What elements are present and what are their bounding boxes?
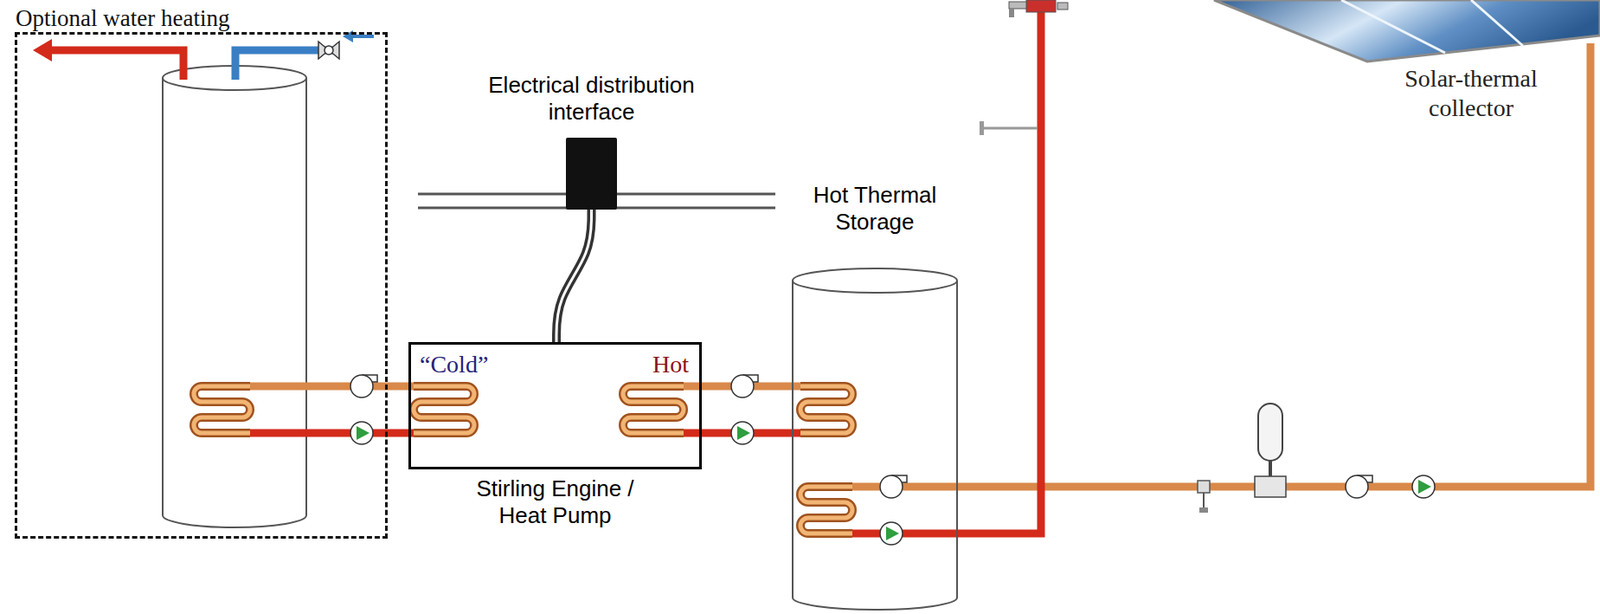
heat-exchanger-coil xyxy=(800,385,853,433)
fan-pump xyxy=(1345,475,1373,498)
expansion-vessel xyxy=(1258,403,1283,461)
water-loop-pipes xyxy=(250,429,416,437)
heat-exchanger-coil xyxy=(623,385,684,433)
heat-exchanger-coil xyxy=(193,385,853,534)
pipe-fittings xyxy=(1057,2,1068,10)
heat-exchanger-coil xyxy=(193,385,251,433)
fan-pump xyxy=(731,374,759,398)
fan-pump xyxy=(880,475,903,498)
node-label: Hot xyxy=(652,349,689,380)
inline-pump xyxy=(350,421,373,444)
solar-loop-pipes xyxy=(850,0,1041,534)
fan-pump xyxy=(350,374,378,398)
inline-pump xyxy=(731,421,754,444)
stirling-box: “Cold”HotStirling Engine / Heat Pump xyxy=(408,341,702,470)
inline-pump xyxy=(350,421,373,444)
solar-loop-pipe xyxy=(958,140,1591,487)
storage-tank: Hot Thermal Storage xyxy=(790,266,959,611)
cold-water-inlet xyxy=(235,30,374,80)
pipe-fittings xyxy=(1026,0,1056,13)
tank-wall xyxy=(792,280,958,610)
inline-pump xyxy=(731,421,754,444)
storage-loop-pipes xyxy=(681,382,702,391)
water-heater-tank xyxy=(162,77,307,527)
node-label: Optional water heating xyxy=(15,4,230,33)
node-label: Solar-thermal collector xyxy=(1384,64,1558,123)
cable-core xyxy=(556,209,592,342)
tank-top xyxy=(792,268,958,293)
panel-divider xyxy=(1341,0,1446,53)
circulation-pump xyxy=(350,374,1435,545)
hot-water-outlet xyxy=(50,50,184,80)
heat-exchanger-coil xyxy=(800,486,853,534)
pipe-fittings xyxy=(979,121,984,135)
inline-pump xyxy=(880,521,903,545)
collector-glass xyxy=(1214,0,1600,62)
water-heater-tank xyxy=(162,65,307,527)
solar-loop-pipes xyxy=(850,0,1591,534)
node-label: Electrical distribution interface xyxy=(462,71,722,126)
pipe-fittings xyxy=(979,0,1068,135)
inline-pump xyxy=(737,425,751,440)
heat-exchanger-coil xyxy=(800,486,853,534)
pipe-fittings xyxy=(1008,8,1015,18)
drain-valve xyxy=(1202,492,1205,509)
node-label: “Cold” xyxy=(419,349,489,380)
drain-valve xyxy=(1197,480,1210,513)
inline-pump xyxy=(886,526,900,540)
panel-divider xyxy=(1471,0,1523,46)
inline-pump xyxy=(356,425,370,440)
heat-exchanger-coil xyxy=(623,385,684,433)
node-label: Stirling Engine / Heat Pump xyxy=(456,475,656,529)
heat-exchanger-coil xyxy=(193,385,251,433)
inline-pump xyxy=(1418,479,1432,494)
pipe-fittings xyxy=(1008,1,1027,9)
power-cable xyxy=(556,209,592,342)
solar-loop-pipes xyxy=(850,482,959,491)
drain-valve xyxy=(1197,480,1210,493)
fan-pump xyxy=(350,374,373,398)
inline-pump xyxy=(1412,475,1435,498)
expansion-vessel xyxy=(1254,403,1286,497)
hot-water-outlet xyxy=(32,38,52,62)
heat-exchanger-coil xyxy=(413,385,475,433)
tank-outline xyxy=(790,266,959,611)
water-loop-pipe xyxy=(387,382,409,391)
solar-collector: Solar-thermal collector xyxy=(1202,0,1600,141)
expansion-vessel xyxy=(1254,475,1286,497)
collector-panel xyxy=(1202,0,1600,141)
solar-loop-pipes xyxy=(1587,43,1595,141)
interface-box: Electrical distribution interface xyxy=(565,137,617,210)
node-label: Hot Thermal Storage xyxy=(792,181,958,236)
inline-pump xyxy=(1412,475,1435,498)
inline-pump xyxy=(880,521,903,545)
heat-exchanger-coil xyxy=(413,385,475,433)
water-loop-pipes xyxy=(250,385,416,433)
cold-water-inlet xyxy=(350,34,374,39)
drain-valve xyxy=(1199,507,1209,513)
fan-pump xyxy=(880,475,907,498)
fan-pump xyxy=(731,374,754,398)
hot-water-outlet xyxy=(32,38,184,80)
fan-pump xyxy=(1345,475,1369,498)
dashed-region: Optional water heating xyxy=(14,32,388,539)
heat-exchanger-coil xyxy=(800,385,853,433)
cold-water-inlet xyxy=(324,45,334,55)
cold-water-inlet xyxy=(318,41,340,59)
pipe-fittings xyxy=(983,127,1038,130)
